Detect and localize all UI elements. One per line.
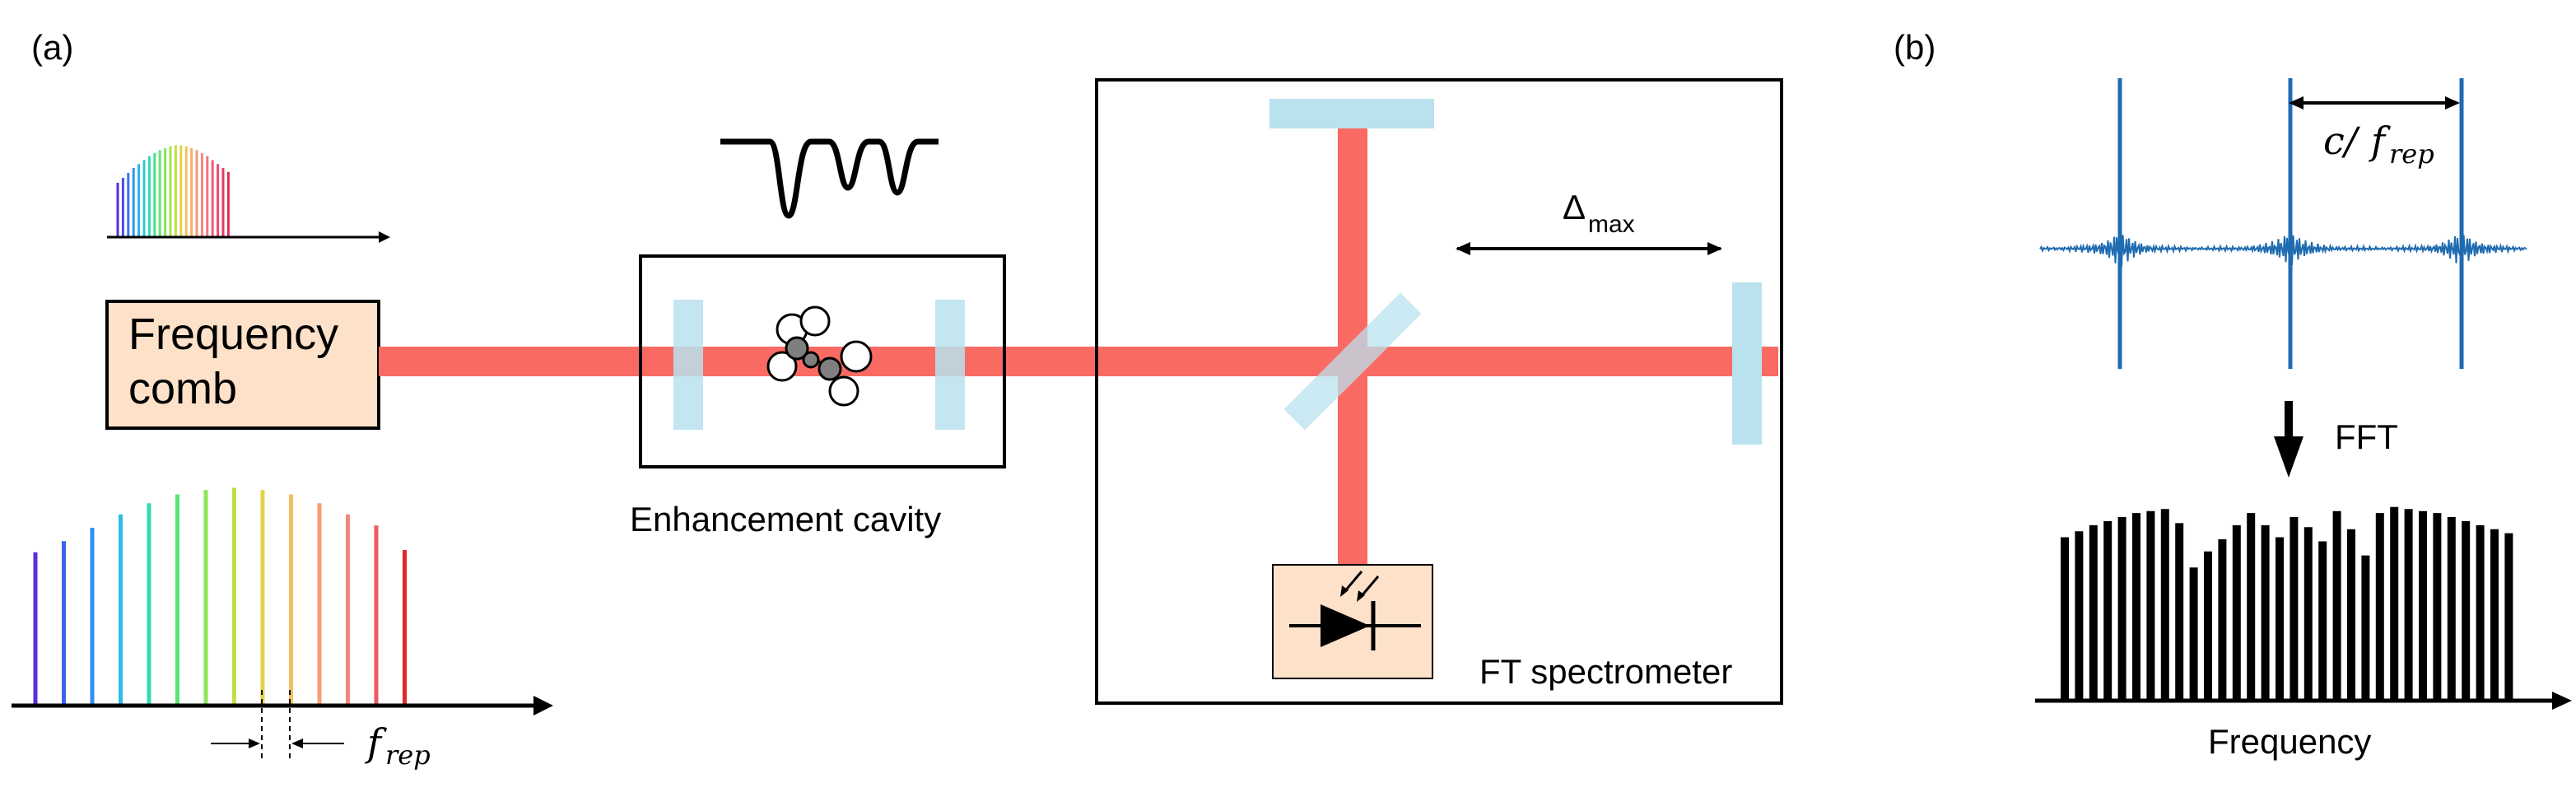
- large-comb-spectrum: [33, 487, 407, 706]
- spacing-symbol-f: f: [2369, 119, 2391, 163]
- fft-label: FFT: [2335, 417, 2398, 456]
- spacing-subscript: rep: [2389, 138, 2434, 170]
- laser-beam-horizontal: [379, 347, 1778, 376]
- delta-max-arrowhead-right: [1707, 242, 1722, 255]
- absorption-dips-trace: [720, 138, 939, 219]
- spacing-symbol-c: c/: [2323, 119, 2361, 163]
- frequency-comb-label-line1: Frequency: [128, 310, 338, 359]
- beamsplitter: [1283, 292, 1422, 431]
- photodiode-icon: [1289, 571, 1421, 650]
- frequency-comb-box: [105, 300, 380, 430]
- molecule-icon: [766, 305, 873, 407]
- frequency-axis-label: Frequency: [2208, 722, 2371, 761]
- small-comb-axis-arrowhead: [379, 231, 390, 243]
- small-comb-spectrum: [116, 145, 230, 237]
- frep-arrowhead-left: [249, 739, 260, 748]
- interferogram-trace: [2039, 232, 2527, 268]
- fft-spectrum: [2061, 506, 2513, 701]
- panel-b-label: (b): [1894, 28, 1935, 67]
- delta-max-subscript: max: [1588, 211, 1635, 238]
- interferogram-bursts: [2117, 78, 2464, 369]
- frep-subscript: rep: [385, 739, 431, 771]
- frequency-comb-label-line2: comb: [128, 364, 237, 413]
- fft-arrow-shaft: [2285, 401, 2293, 440]
- enhancement-cavity-box: [639, 254, 1006, 468]
- ft-spectrometer-label: FT spectrometer: [1479, 652, 1732, 691]
- spacing-arrowhead-left: [2289, 96, 2303, 110]
- fft-axis-arrowhead: [2552, 692, 2572, 710]
- cavity-mirror-right: [935, 300, 965, 430]
- moving-mirror: [1732, 282, 1762, 445]
- large-comb-axis-arrowhead: [533, 696, 553, 715]
- fft-arrowhead: [2274, 436, 2303, 478]
- enhancement-cavity-label: Enhancement cavity: [630, 500, 941, 538]
- delta-max-symbol: Δ: [1563, 188, 1586, 226]
- top-mirror: [1269, 99, 1434, 128]
- frep-arrowhead-right: [291, 739, 303, 748]
- frep-symbol: f: [365, 720, 387, 765]
- cavity-mirror-left: [673, 300, 703, 430]
- panel-a-label: (a): [31, 28, 73, 67]
- ft-spectrometer-box: [1095, 78, 1783, 705]
- spacing-arrowhead-right: [2445, 96, 2460, 110]
- delta-max-arrowhead-left: [1456, 242, 1470, 255]
